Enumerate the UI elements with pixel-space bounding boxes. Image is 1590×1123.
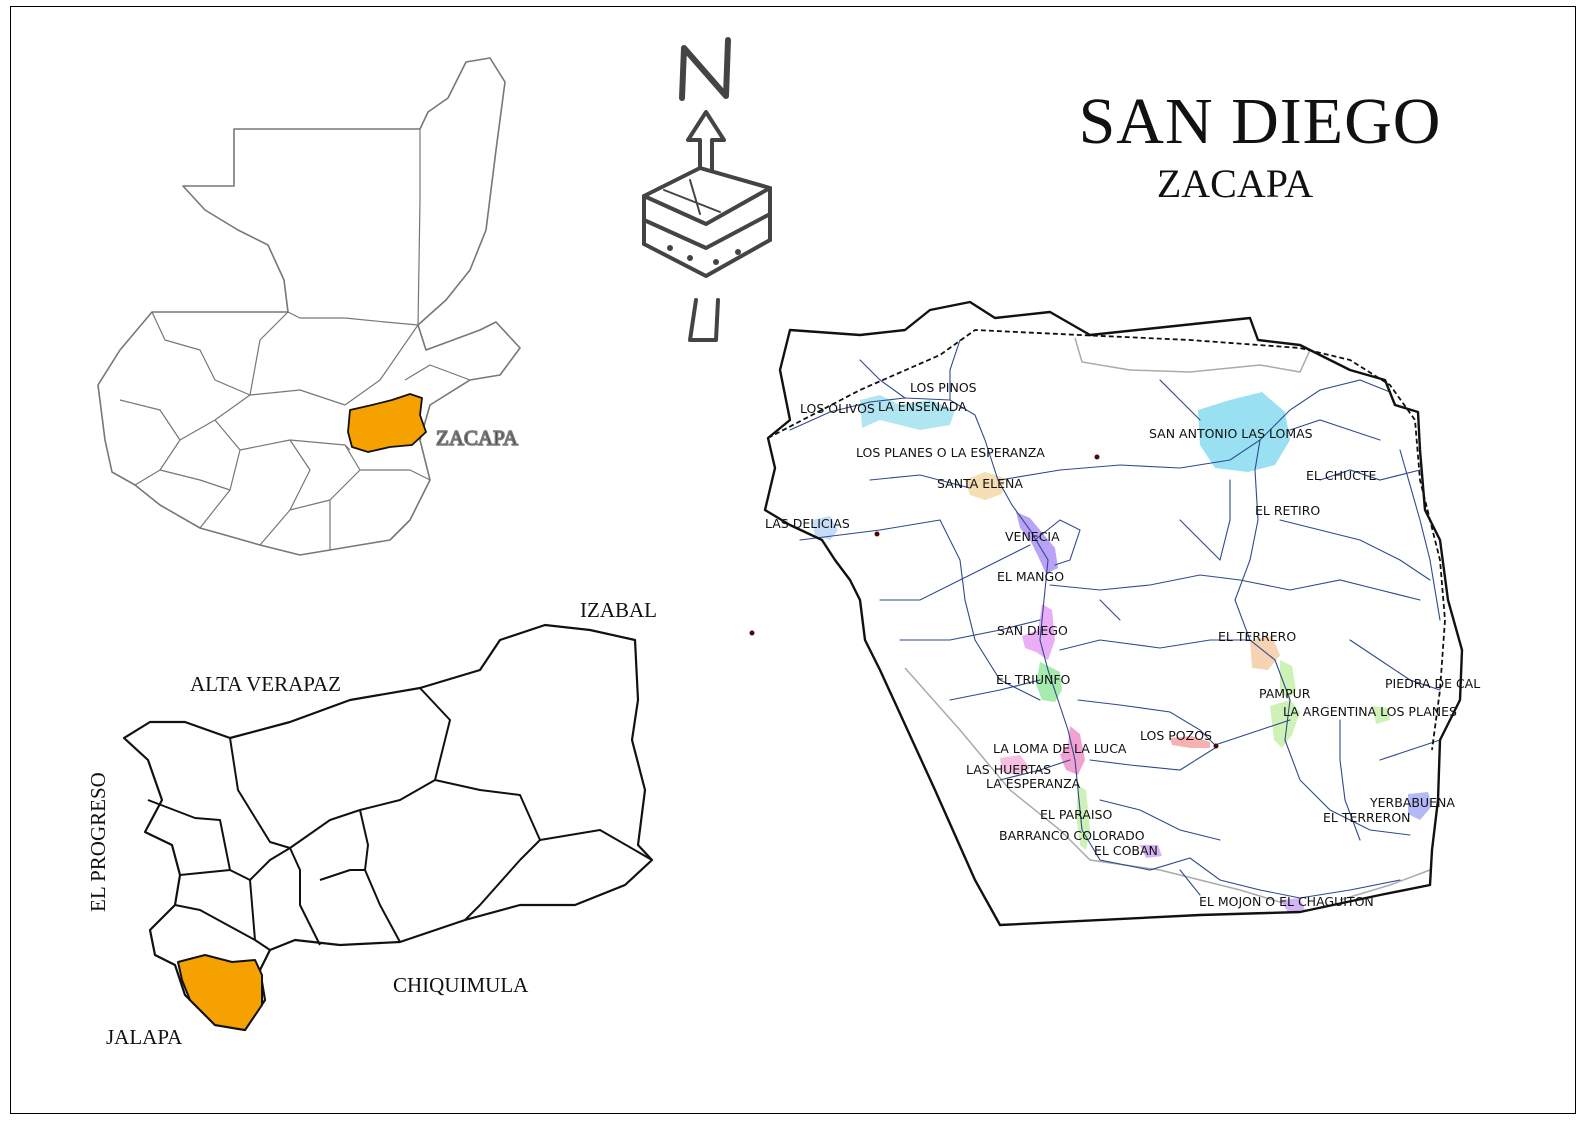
guatemala-outline xyxy=(97,57,521,556)
map-subtitle: ZACAPA xyxy=(1156,161,1314,206)
zacapa-outline xyxy=(122,623,654,1032)
dashed-boundary xyxy=(767,329,1446,751)
zacapa-municipality-lines xyxy=(147,687,653,951)
place-label: EL CHUCTE xyxy=(1306,468,1376,483)
place-label: LA ARGENTINA LOS PLANES xyxy=(1283,704,1457,719)
place-label: BARRANCO COLORADO xyxy=(999,828,1145,843)
point-markers xyxy=(749,454,1219,749)
label-alta-verapaz: ALTA VERAPAZ xyxy=(190,672,341,696)
place-label: PIEDRA DE CAL xyxy=(1385,676,1480,691)
place-labels: LOS PINOS LOS OLIVOS LA ENSENADA LOS PLA… xyxy=(765,380,1480,909)
place-label: EL TERRERON xyxy=(1323,810,1411,825)
settlement-zones xyxy=(812,392,1432,912)
guatemala-map: ZACAPA xyxy=(97,57,521,556)
place-label: PAMPUR xyxy=(1259,686,1311,701)
map-frame xyxy=(10,6,1576,1114)
place-label: EL RETIRO xyxy=(1255,503,1320,518)
place-label: LOS PINOS xyxy=(910,380,977,395)
place-label: SAN DIEGO xyxy=(997,623,1068,638)
place-label: LOS PLANES O LA ESPERANZA xyxy=(856,445,1045,460)
place-label: LA ENSENADA xyxy=(878,399,967,414)
place-label: SANTA ELENA xyxy=(937,476,1023,491)
place-label: VENECIA xyxy=(1005,529,1060,544)
place-label: SAN ANTONIO LAS LOMAS xyxy=(1149,426,1313,441)
place-label: LAS HUERTAS xyxy=(966,762,1051,777)
zacapa-highlight xyxy=(347,393,427,453)
label-zacapa-highlight: ZACAPA xyxy=(436,426,519,450)
place-label: YERBABUENA xyxy=(1369,795,1455,810)
roads xyxy=(904,337,1431,906)
label-jalapa: JALAPA xyxy=(106,1025,183,1049)
jalapa-highlight xyxy=(177,954,263,1031)
place-label: EL MOJON O EL CHAGUITON xyxy=(1199,894,1374,909)
place-label: LA ESPERANZA xyxy=(986,776,1081,791)
place-label: LOS OLIVOS xyxy=(800,401,875,416)
place-label: EL COBAN xyxy=(1094,843,1158,858)
label-izabal: IZABAL xyxy=(580,598,657,622)
san-diego-outline xyxy=(763,300,1464,927)
place-label: EL TRIUNFO xyxy=(996,672,1071,687)
place-label: EL MANGO xyxy=(997,569,1064,584)
place-label: EL TERRERO xyxy=(1218,629,1296,644)
place-label: LOS POZOS xyxy=(1140,728,1212,743)
rivers xyxy=(789,339,1441,899)
place-label: LA LOMA DE LA LUCA xyxy=(993,741,1127,756)
label-el-progreso: EL PROGRESO xyxy=(86,772,110,912)
zacapa-map xyxy=(122,623,654,1032)
label-chiquimula: CHIQUIMULA xyxy=(393,973,529,997)
san-diego-map: LOS PINOS LOS OLIVOS LA ENSENADA LOS PLA… xyxy=(749,300,1480,927)
north-arrow-icon xyxy=(642,37,772,342)
guatemala-department-lines xyxy=(119,129,471,550)
place-label: LAS DELICIAS xyxy=(765,516,850,531)
place-label: EL PARAISO xyxy=(1040,807,1112,822)
map-title: SAN DIEGO xyxy=(1078,85,1442,158)
